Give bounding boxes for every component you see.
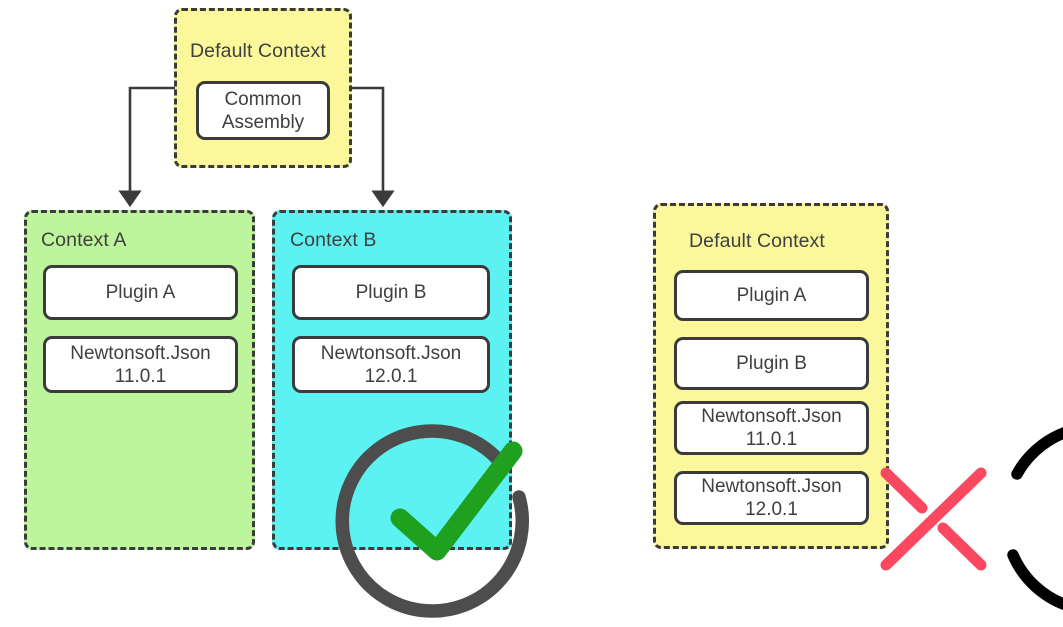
context-a-item-1: Newtonsoft.Json 11.0.1 [43,336,238,393]
default-context-item-0: Plugin A [674,270,869,321]
default-context-right-label: Default Context [689,230,825,252]
context-a-item-1-line1: Newtonsoft.Json [70,342,211,364]
arrow-to-context-a [118,86,175,208]
context-a-item-0: Plugin A [43,265,238,320]
common-assembly-box: Common Assembly [196,81,330,140]
default-context-item-2: Newtonsoft.Json 11.0.1 [674,401,869,455]
context-b-item-0-line1: Plugin B [355,282,427,303]
default-context-item-2-line1: Newtonsoft.Json [701,406,842,427]
default-context-item-2-line2: 11.0.1 [745,429,798,450]
context-a-label: Context A [41,229,127,251]
arrow-to-context-b [351,86,395,208]
context-a-item-1-line2: 11.0.1 [114,365,167,387]
common-assembly-label-line2: Assembly [221,111,305,133]
cross-circle-icon [880,427,1063,610]
default-context-item-1: Plugin B [674,337,869,390]
default-context-top-label: Default Context [190,40,326,62]
context-b-item-1-line2: 12.0.1 [364,365,418,387]
context-b-label: Context B [290,229,377,251]
common-assembly-label-line1: Common [224,88,302,110]
context-b-item-1-line1: Newtonsoft.Json [320,342,462,364]
default-context-item-3-line2: 12.0.1 [745,499,798,520]
context-b-item-0: Plugin B [292,265,490,320]
context-a-item-0-line1: Plugin A [105,282,176,303]
default-context-item-3-line1: Newtonsoft.Json [701,476,842,497]
default-context-item-1-line1: Plugin B [736,353,807,374]
context-b-item-1: Newtonsoft.Json 12.0.1 [292,336,490,393]
default-context-item-3: Newtonsoft.Json 12.0.1 [674,471,869,525]
default-context-item-0-line1: Plugin A [736,285,807,306]
